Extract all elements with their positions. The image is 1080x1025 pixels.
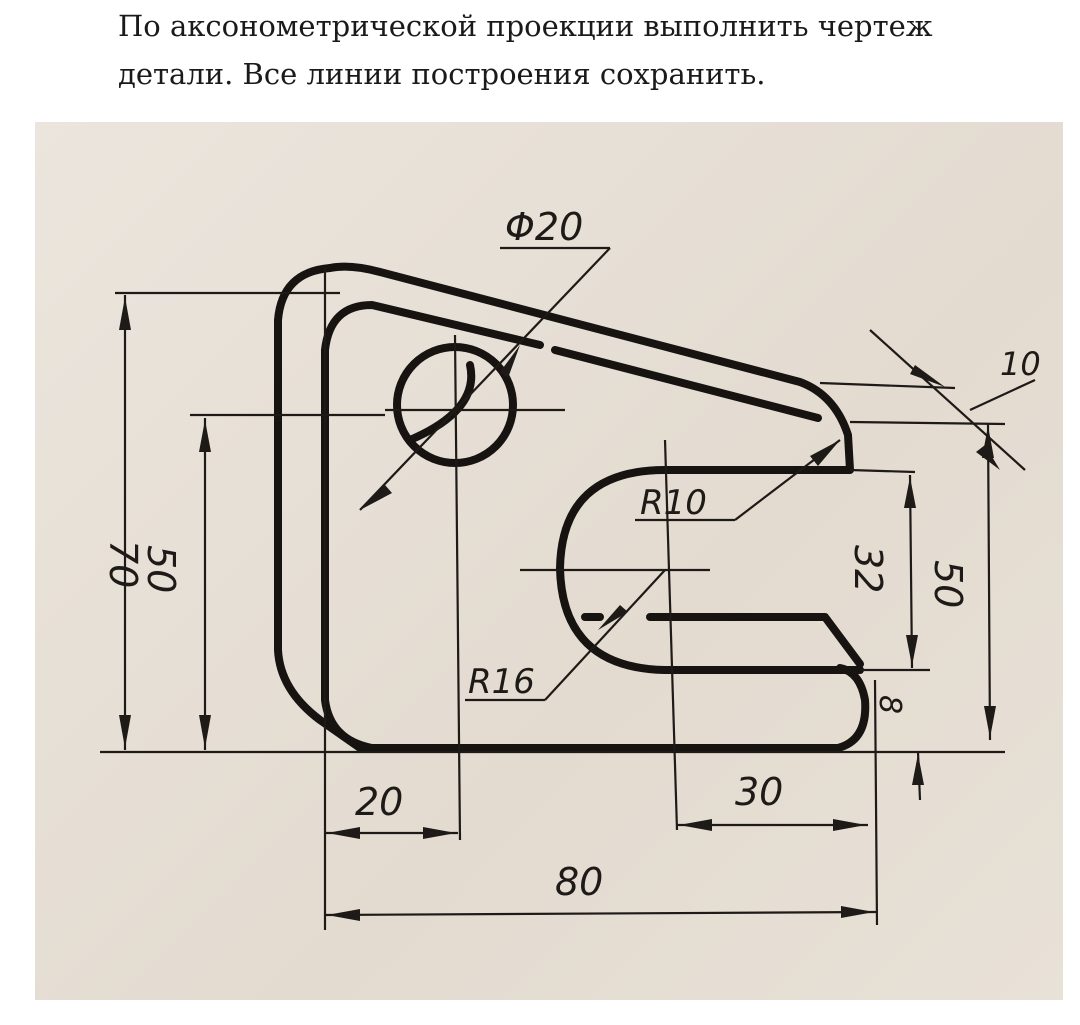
dim-hole-diameter: Φ20 xyxy=(505,205,583,249)
task-text: По аксонометрической проекции выполнить … xyxy=(118,2,1018,98)
construction-lines xyxy=(100,246,1036,930)
dim-hole-offset: 20 xyxy=(355,780,403,824)
task-line-2: детали. Все линии построения сохранить. xyxy=(118,57,766,91)
slot-inner-edge xyxy=(581,613,864,668)
dim-height-left: 50 xyxy=(139,545,183,593)
task-line-1: По аксонометрической проекции выполнить … xyxy=(118,9,933,43)
dimension-arrows xyxy=(119,297,1000,921)
drawing-photo xyxy=(35,122,1063,1000)
inner-slope xyxy=(551,346,822,422)
dim-thickness: 10 xyxy=(1000,345,1041,383)
dim-height-total: 70 xyxy=(101,540,145,588)
dim-r10: R10 xyxy=(640,483,707,523)
outer-left-contour xyxy=(274,264,870,752)
dim-slot-height: 32 xyxy=(846,545,890,593)
dim-bottom-gap: 8 xyxy=(872,695,907,714)
dim-slot-offset: 30 xyxy=(735,770,783,814)
outer-contour xyxy=(326,262,854,474)
dim-width-total: 80 xyxy=(555,860,603,904)
dim-r16: R16 xyxy=(468,662,535,702)
dim-height-right: 50 xyxy=(926,560,970,608)
slot-contour xyxy=(556,466,864,674)
